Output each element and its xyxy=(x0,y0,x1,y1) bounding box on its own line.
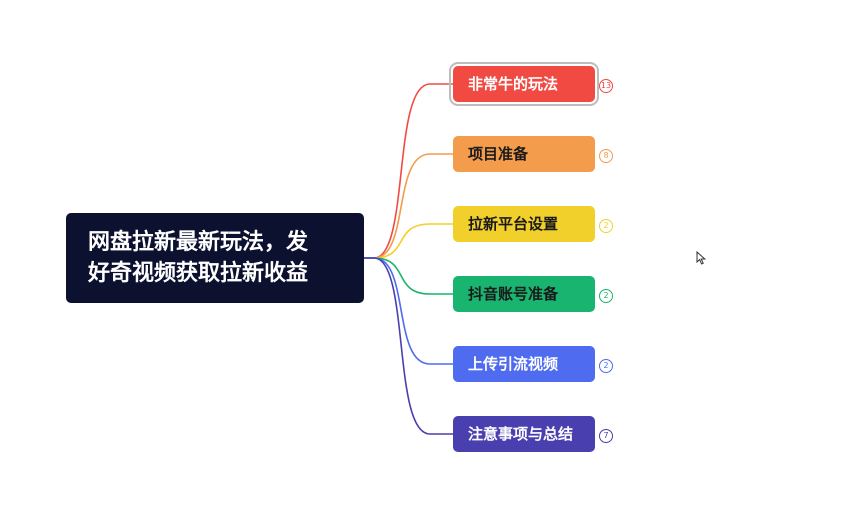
root-topic-line-2: 好奇视频获取拉新收益 xyxy=(88,261,309,286)
collapsed-count-badge-5[interactable]: 2 xyxy=(599,359,613,373)
branch-topic-label: 项目准备 xyxy=(468,145,529,163)
collapsed-count-badge-2[interactable]: 8 xyxy=(599,149,613,163)
branch-topic-2[interactable]: 项目准备 xyxy=(453,136,595,172)
branch-topic-label: 上传引流视频 xyxy=(468,355,559,373)
branch-topic-label: 非常牛的玩法 xyxy=(468,75,559,93)
branch-topic-3[interactable]: 拉新平台设置 xyxy=(453,206,595,242)
connector-line-2 xyxy=(364,153,453,259)
branch-topic-1[interactable]: 非常牛的玩法 xyxy=(449,62,599,106)
collapsed-count-badge-4[interactable]: 2 xyxy=(599,289,613,303)
collapsed-count-badge-3[interactable]: 2 xyxy=(599,219,613,233)
root-topic[interactable]: 网盘拉新最新玩法，发 好奇视频获取拉新收益 xyxy=(66,213,364,303)
branch-topic-5[interactable]: 上传引流视频 xyxy=(453,346,595,382)
collapsed-count-badge-6[interactable]: 7 xyxy=(599,429,613,443)
branch-topic-4[interactable]: 抖音账号准备 xyxy=(453,276,595,312)
branch-topic-6[interactable]: 注意事项与总结 xyxy=(453,416,595,452)
connector-line-1 xyxy=(364,83,453,259)
connector-line-5 xyxy=(364,257,453,365)
branch-topic-label: 抖音账号准备 xyxy=(468,285,559,303)
mouse-pointer-icon xyxy=(696,251,706,265)
root-topic-line-1: 网盘拉新最新玩法，发 xyxy=(88,230,309,255)
connector-line-6 xyxy=(364,257,453,435)
branch-topic-label: 注意事项与总结 xyxy=(468,425,574,443)
collapsed-count-badge-1[interactable]: 13 xyxy=(599,79,613,93)
connector-line-3 xyxy=(364,223,453,259)
branch-topic-label: 拉新平台设置 xyxy=(468,215,559,233)
connector-line-4 xyxy=(364,257,453,295)
